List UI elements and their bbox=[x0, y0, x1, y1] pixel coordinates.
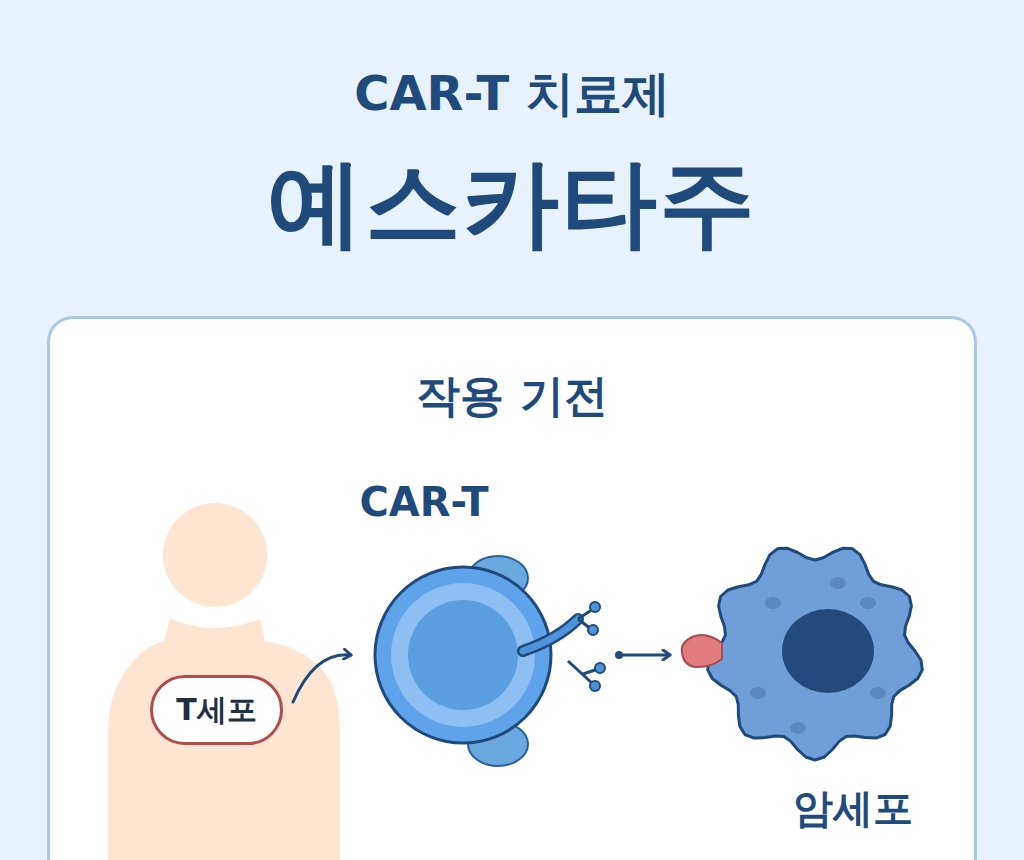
signal-dot bbox=[615, 651, 623, 659]
car-t-cell: CAR-T bbox=[353, 479, 615, 779]
cell-label: T세포 bbox=[176, 690, 256, 731]
title: CAR-T 치료제 bbox=[0, 62, 1024, 126]
cancer-cell: 암세포 bbox=[678, 543, 928, 843]
cell-label: 암세포 bbox=[728, 781, 978, 836]
arrow-connector bbox=[293, 655, 351, 702]
arrow-connector bbox=[623, 654, 670, 657]
t-cell-pill: T세포 bbox=[150, 675, 283, 745]
product-name: 예스카타주 bbox=[0, 140, 1024, 270]
mechanism-panel: 작용 기전 T세포 CAR-T 암세포 bbox=[47, 316, 977, 860]
cell-label: CAR-T bbox=[293, 479, 555, 525]
panel-heading: 작용 기전 bbox=[50, 367, 974, 426]
